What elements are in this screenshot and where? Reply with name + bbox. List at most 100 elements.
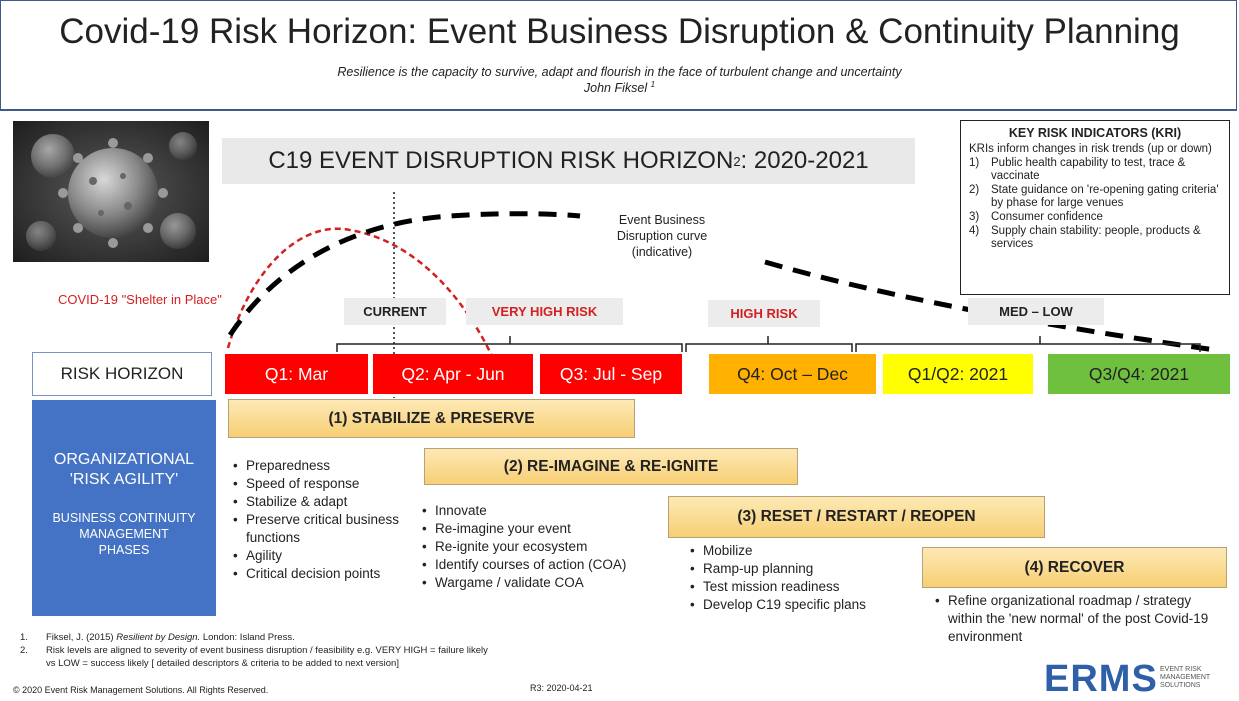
quarter-q4-2020: Q4: Oct – Dec [709,354,876,394]
phase-2-list: Innovate Re-imagine your event Re-ignite… [422,502,637,592]
kri-item-text: State guidance on 're-opening gating cri… [991,184,1219,209]
erms-logo-subtitle: EVENT RISK MANAGEMENT SOLUTIONS [1160,666,1210,690]
coronavirus-image [13,121,209,262]
kri-item-text: Public health capability to test, trace … [991,157,1186,182]
quarter-label: Q4: Oct – Dec [737,363,848,384]
footnote-number: 2. [20,645,28,656]
risk-horizon-label: RISK HORIZON [32,352,212,396]
list-item: Agility [233,547,413,565]
quarter-q3-2020: Q3: Jul - Sep [540,354,682,394]
footnote-1: 1. Fiksel, J. (2015) Resilient by Design.… [20,632,295,644]
org-line: PHASES [98,543,150,557]
kri-item-number: 4) [969,225,980,237]
quarter-label: Q3: Jul - Sep [559,363,663,384]
quote-author: John Fiksel 1 [0,80,1239,95]
org-line: MANAGEMENT [79,527,169,541]
kri-item: 1) Public health capability to test, trac… [969,157,1221,183]
quarter-q2-2020: Q2: Apr - Jun [373,354,533,394]
covid-shelter-curve [226,227,494,357]
curve-label-line: (indicative) [631,245,693,259]
disruption-curve-falling [764,259,1216,353]
disruption-curve-label: Event Business Disruption curve (indicat… [592,212,732,260]
kri-item-number: 1) [969,157,980,169]
quarter-label: Q1/Q2: 2021 [907,363,1009,384]
very-high-risk-tag: VERY HIGH RISK [466,298,623,325]
erms-logo: ERMS [1044,658,1158,700]
org-line: BUSINESS CONTINUITY [52,511,196,525]
phase-1-list: Preparedness Speed of response Stabilize… [233,457,413,583]
list-item: Identify courses of action (COA) [422,556,637,574]
list-item: Re-imagine your event [422,520,637,538]
phase-4-list: Refine organizational roadmap / strategy… [935,592,1225,646]
revision-label: R3: 2020-04-21 [530,683,593,693]
key-risk-indicators-box: KEY RISK INDICATORS (KRI) KRIs inform ch… [960,120,1230,295]
phase-4-header: (4) RECOVER [922,547,1227,588]
risk-horizon-years: : 2020-2021 [740,147,869,174]
kri-intro: KRIs inform changes in risk trends (up o… [969,143,1212,155]
list-item: Re-ignite your ecosystem [422,538,637,556]
covid-shelter-label: COVID-19 "Shelter in Place" [58,292,222,307]
footnote-2: 2. Risk levels are aligned to severity of… [20,645,488,657]
org-line: 'RISK AGILITY' [69,471,179,488]
org-line: ORGANIZATIONAL [53,451,195,468]
author-name: John Fiksel [583,81,648,96]
footnote-text: London: Island Press. [200,632,295,643]
coronavirus-illustration [13,121,209,262]
logo-subtitle-line: EVENT RISK [1160,666,1202,673]
list-item: Preparedness [233,457,413,475]
list-item: Wargame / validate COA [422,574,637,592]
phase-3-header: (3) RESET / RESTART / REOPEN [668,496,1045,538]
list-item: Speed of response [233,475,413,493]
quarter-label: Q2: Apr - Jun [401,363,505,384]
kri-item-text: Supply chain stability: people, products… [991,225,1201,250]
organizational-risk-agility-box: ORGANIZATIONAL 'RISK AGILITY' BUSINESS C… [32,400,216,616]
list-item: Mobilize [690,542,875,560]
high-risk-tag: HIGH RISK [708,300,820,327]
phase-2-header: (2) RE-IMAGINE & RE-IGNITE [424,448,798,485]
page-title: Covid-19 Risk Horizon: Event Business Di… [59,12,1180,51]
kri-item: 3) Consumer confidence [969,211,1221,224]
quarter-label: Q1: Mar [264,363,329,384]
quarter-h1-2021: Q1/Q2: 2021 [883,354,1033,394]
list-item: Develop C19 specific plans [690,596,875,614]
curve-label-line: Event Business [618,213,706,227]
risk-horizon-footnote-ref: 2 [733,153,741,169]
kri-item-text: Consumer confidence [991,211,1103,223]
risk-horizon-title-text: C19 EVENT DISRUPTION RISK HORIZON [268,147,734,174]
header-quote: Resilience is the capacity to survive, a… [337,65,902,79]
logo-subtitle-line: SOLUTIONS [1160,682,1201,689]
footnote-text: Risk levels are aligned to severity of e… [46,645,488,656]
footnote-book-title: Resilient by Design. [116,632,201,643]
quarter-h2-2021: Q3/Q4: 2021 [1048,354,1230,394]
very-high-risk-bracket [336,336,683,352]
disruption-curve-rising [227,211,581,337]
kri-item: 4) Supply chain stability: people, produc… [969,225,1221,251]
quarter-q1-2020: Q1: Mar [225,354,368,394]
copyright-notice: © 2020 Event Risk Management Solutions. … [13,685,269,695]
list-item: Test mission readiness [690,578,875,596]
phase-3-list: Mobilize Ramp-up planning Test mission r… [690,542,875,614]
list-item: Refine organizational roadmap / strategy… [935,592,1225,646]
current-tag: CURRENT [344,298,446,325]
quarter-label: Q3/Q4: 2021 [1088,363,1190,384]
list-item: Preserve critical business functions [233,511,413,547]
logo-subtitle-line: MANAGEMENT [1160,674,1211,681]
phase-1-header: (1) STABILIZE & PRESERVE [228,399,635,438]
footnote-2-continued: vs LOW = success likely [ detailed descr… [20,658,399,670]
curve-label-line: Disruption curve [616,229,708,243]
med-low-risk-bracket [855,336,1201,352]
footnote-text: vs LOW = success likely [ detailed descr… [46,658,399,669]
kri-item: 2) State guidance on 're-opening gating c… [969,184,1221,210]
footnote-text: Fiksel, J. (2015) [46,632,117,643]
author-footnote-ref: 1 [650,80,656,89]
kri-item-number: 3) [969,211,980,223]
list-item: Critical decision points [233,565,413,583]
kri-item-number: 2) [969,184,980,196]
header-panel [0,0,1237,111]
list-item: Innovate [422,502,637,520]
high-risk-bracket [685,336,853,352]
kri-list: 1) Public health capability to test, trac… [969,157,1221,251]
footnote-number: 1. [20,632,28,643]
list-item: Ramp-up planning [690,560,875,578]
